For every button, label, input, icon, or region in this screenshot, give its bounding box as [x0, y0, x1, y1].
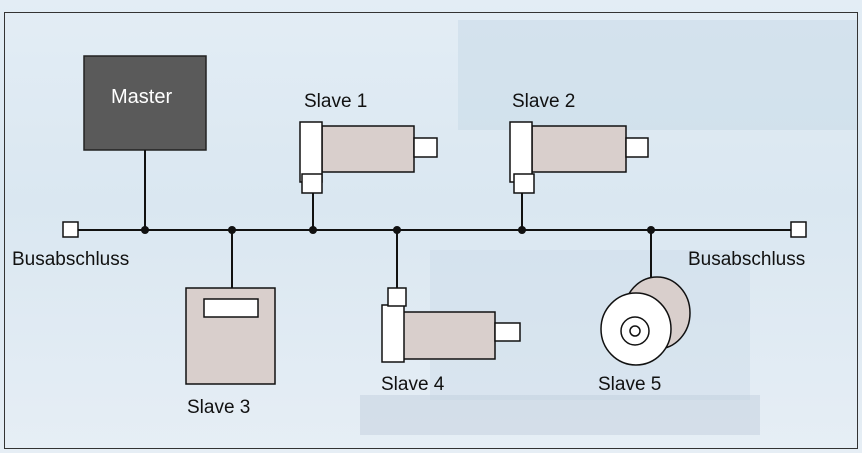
bus-junction	[647, 226, 655, 234]
servo-motor-icon	[299, 121, 438, 194]
servo-motor-icon	[381, 287, 521, 363]
slave1-label: Slave 1	[304, 91, 368, 112]
bus-junction	[309, 226, 317, 234]
bus-junction	[393, 226, 401, 234]
slave3-label: Slave 3	[187, 397, 251, 418]
bus-terminator-left-icon	[62, 221, 79, 238]
bus-terminator-right-icon	[790, 221, 807, 238]
terminator-right-label: Busabschluss	[688, 249, 806, 270]
servo-motor-icon	[509, 121, 649, 194]
bus-junction	[518, 226, 526, 234]
diagram-frame	[4, 12, 858, 449]
slave5-label: Slave 5	[598, 374, 662, 395]
master-label: Master	[111, 86, 173, 108]
terminator-left-label: Busabschluss	[12, 249, 130, 270]
control-panel-icon	[185, 287, 276, 385]
cable-drum-icon	[600, 276, 691, 366]
bus-junction	[228, 226, 236, 234]
bus-junction	[141, 226, 149, 234]
slave4-label: Slave 4	[381, 374, 445, 395]
slave2-label: Slave 2	[512, 91, 576, 112]
